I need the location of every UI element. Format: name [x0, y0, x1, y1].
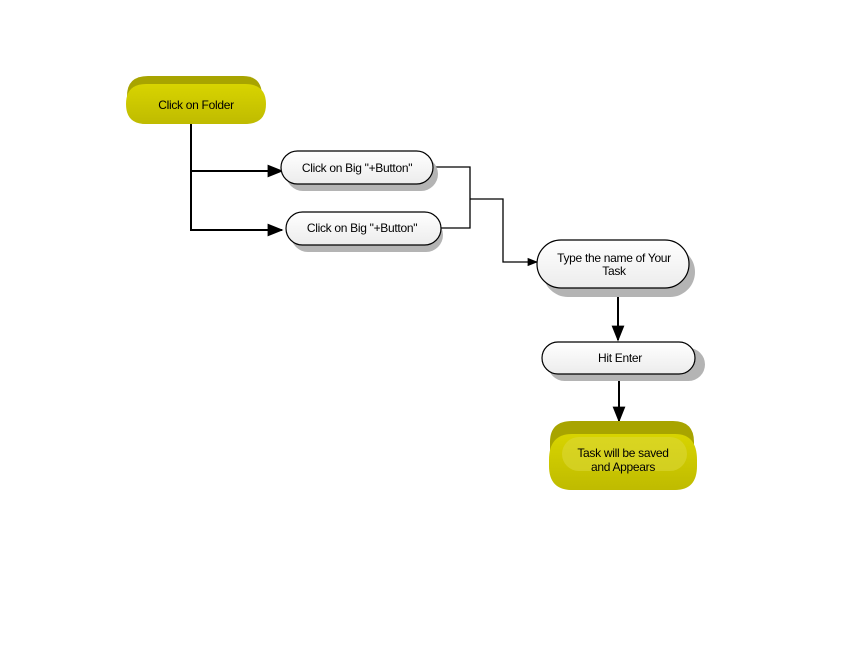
node-end-label-line2: and Appears	[591, 460, 655, 474]
edge-start-to-step1a	[190, 124, 284, 178]
terminal-highlight	[562, 437, 687, 471]
process-shape	[285, 211, 442, 246]
node-start: Click on Folder	[126, 76, 266, 124]
process-shape	[541, 341, 696, 375]
node-end: Task will be saved and Appears	[549, 421, 697, 490]
node-start-label: Click on Folder	[158, 98, 234, 112]
node-step2-label-line1: Type the name of Your	[557, 251, 671, 265]
node-step1b: Click on Big "+Button"	[285, 211, 443, 252]
edge-merge-to-step2	[470, 198, 539, 267]
node-step1a: Click on Big "+Button"	[280, 150, 438, 191]
connectors	[190, 124, 626, 423]
edge-start-to-step1b	[190, 171, 284, 237]
node-step2-label-line2: Task	[602, 264, 627, 278]
node-step3-label: Hit Enter	[598, 351, 642, 365]
node-step1b-label: Click on Big "+Button"	[307, 221, 417, 235]
node-step1a-label: Click on Big "+Button"	[302, 161, 412, 175]
terminal-face	[126, 84, 266, 124]
process-shape	[536, 239, 690, 289]
node-step2: Type the name of Your Task	[536, 239, 695, 297]
node-end-label-line1: Task will be saved	[577, 446, 668, 460]
edge-step1a-merge	[433, 166, 471, 229]
process-shape	[280, 150, 434, 185]
node-step3: Hit Enter	[541, 341, 705, 381]
